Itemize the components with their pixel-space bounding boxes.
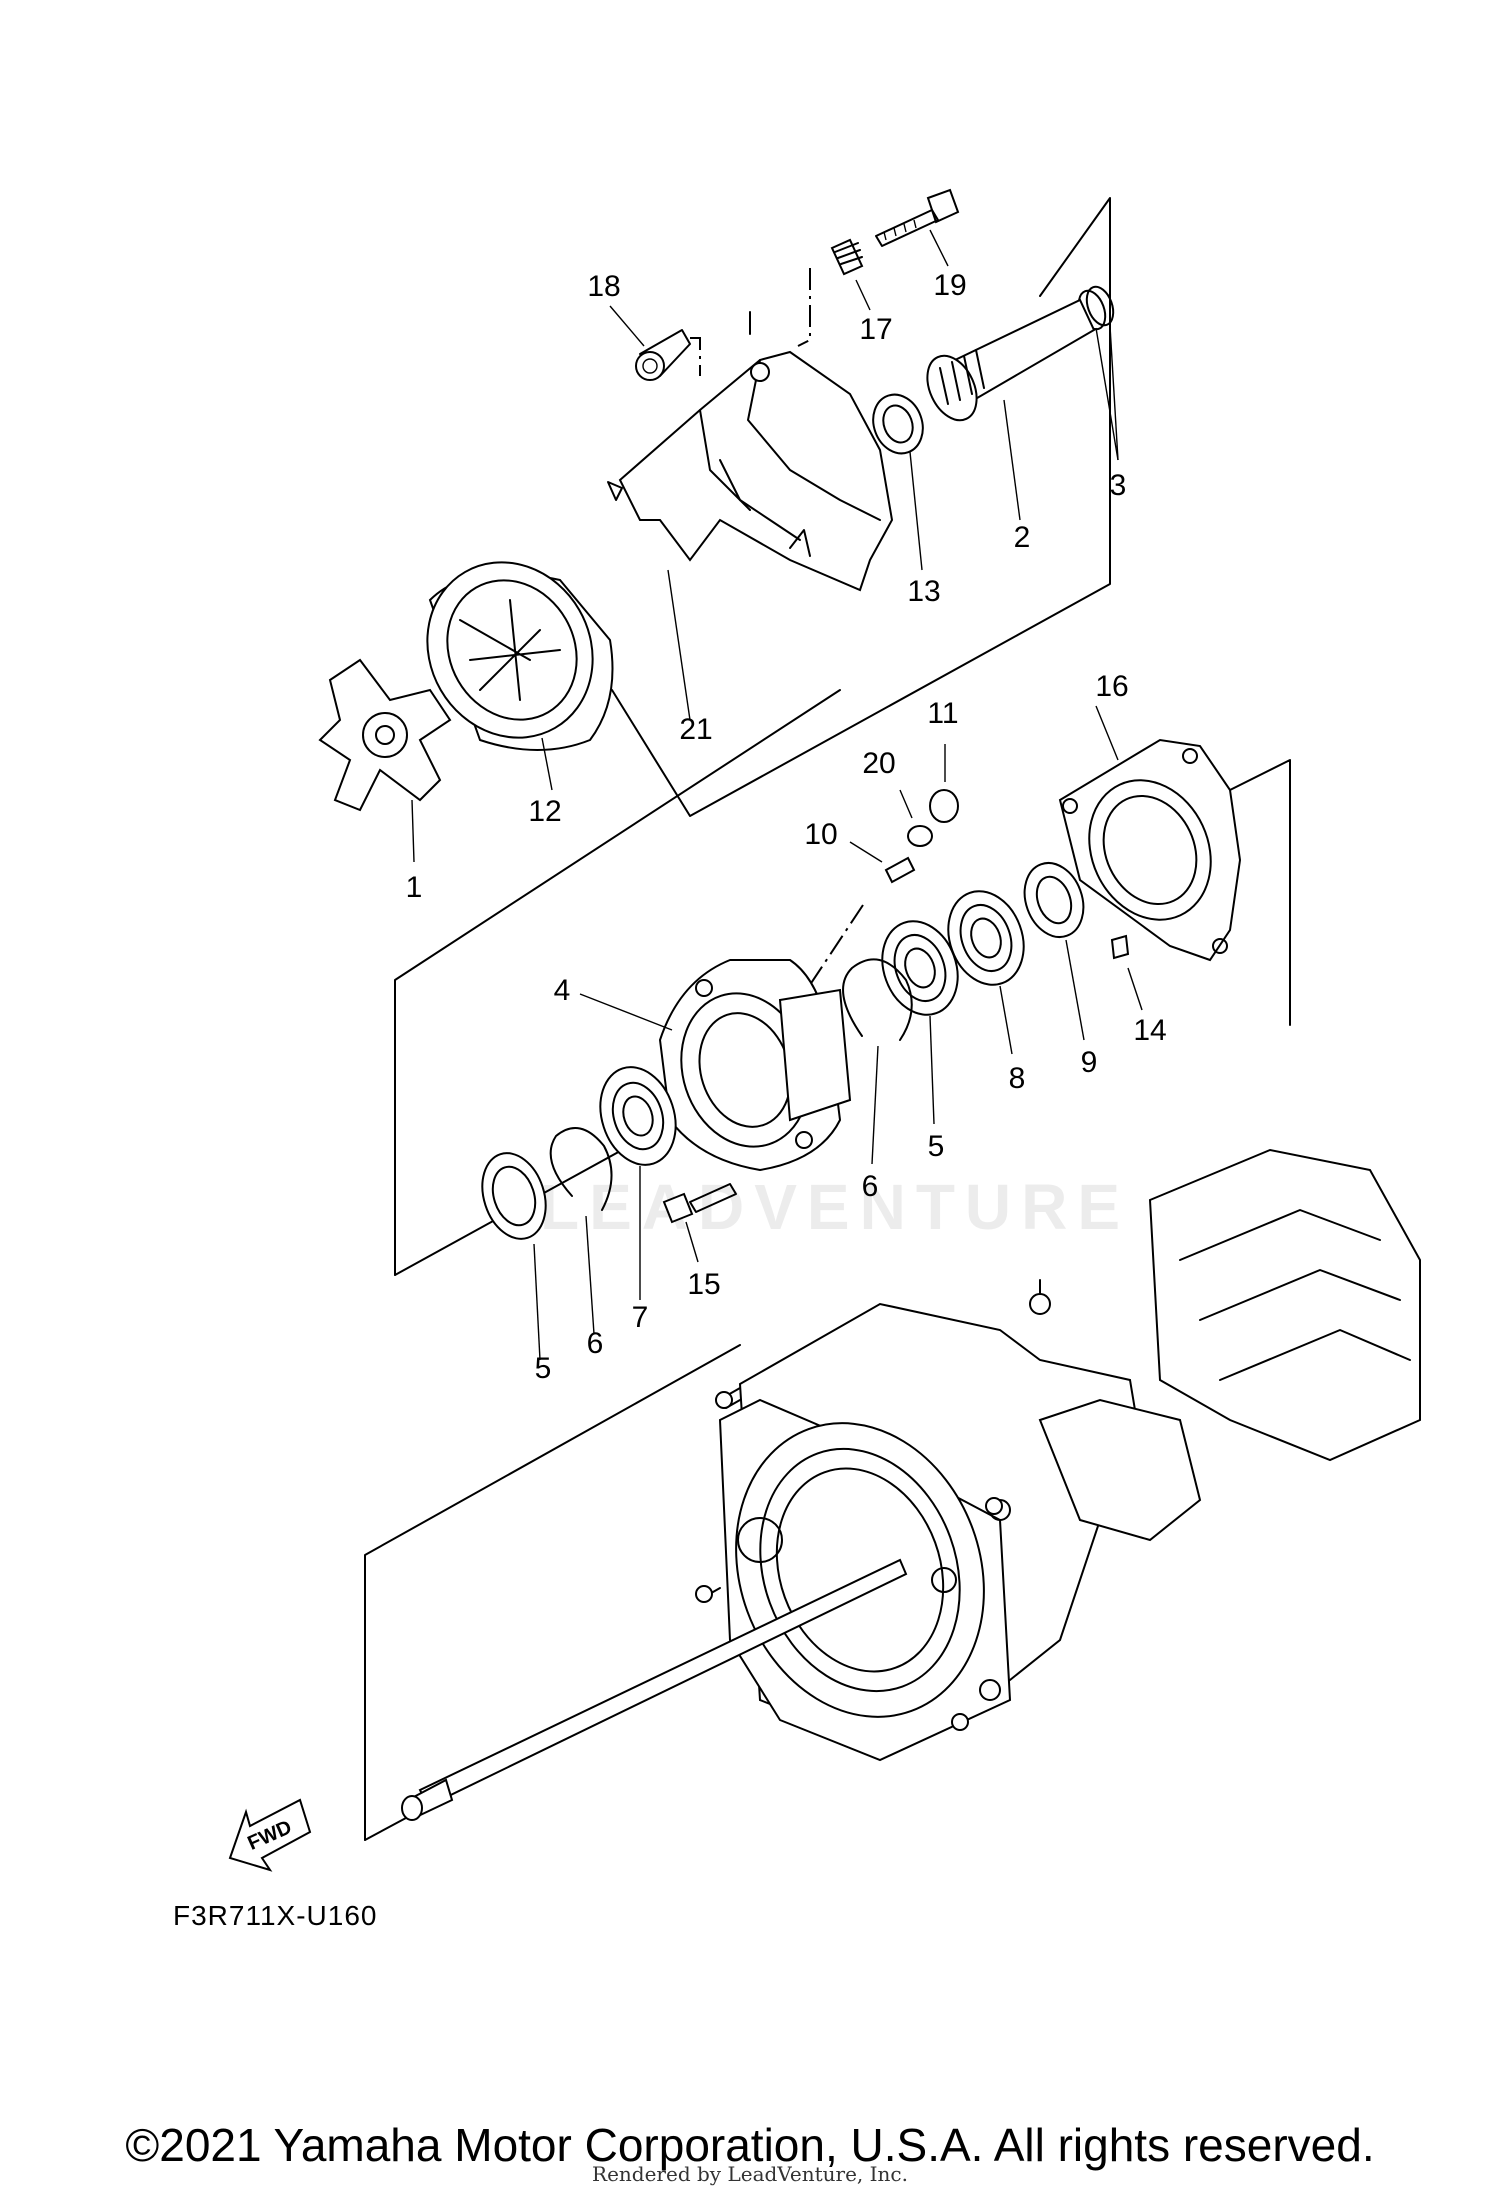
part-20-clip (899, 789, 933, 847)
part-9-seal (1023, 862, 1085, 1041)
callout-9[interactable]: 9 (1080, 1046, 1098, 1079)
part-5-bearing-lower (481, 1152, 547, 1361)
callout-13[interactable]: 13 (907, 575, 941, 608)
callout-14[interactable]: 14 (1133, 1014, 1167, 1047)
part-4-housing (579, 959, 852, 1172)
fwd-arrow-icon (228, 1798, 312, 1872)
callout-2[interactable]: 2 (1013, 521, 1031, 554)
part-19-bolt (875, 188, 960, 267)
callout-6-lower[interactable]: 6 (586, 1327, 604, 1360)
part-15-bolt (662, 1183, 737, 1263)
callout-5-upper[interactable]: 5 (927, 1130, 945, 1163)
callout-21[interactable]: 21 (679, 713, 713, 746)
callout-3[interactable]: 3 (1109, 469, 1127, 502)
part-21-cover (607, 350, 894, 721)
part-1-impeller (318, 658, 452, 863)
part-18-collar (609, 305, 691, 381)
diagram-code: F3R711X-U160 (173, 1900, 378, 1931)
part-7-bearing (599, 1066, 677, 1300)
callout-12[interactable]: 12 (528, 795, 562, 828)
part-12-liner (426, 561, 614, 791)
part-11-cap (929, 744, 959, 823)
copyright-notice: ©2021 Yamaha Motor Corporation, U.S.A. A… (125, 2119, 1375, 2171)
callout-20[interactable]: 20 (862, 747, 896, 780)
jet-pump-assembly (401, 1148, 1421, 1821)
part-3-o-rings (1077, 285, 1119, 461)
callout-8[interactable]: 8 (1008, 1062, 1026, 1095)
callout-17[interactable]: 17 (859, 313, 893, 346)
part-5-bearing-upper (881, 920, 959, 1125)
callout-7[interactable]: 7 (631, 1301, 649, 1334)
group-box-upper (611, 197, 1111, 817)
callout-16[interactable]: 16 (1095, 670, 1129, 703)
part-2-shaft (926, 298, 1096, 521)
callout-19[interactable]: 19 (933, 269, 967, 302)
part-6-circlip-upper (842, 958, 913, 1165)
rendered-by-note: Rendered by LeadVenture, Inc. (592, 2162, 908, 2186)
callout-10[interactable]: 10 (804, 818, 838, 851)
watermark: LEADVENTURE (540, 1171, 1131, 1243)
part-17-nut (830, 238, 871, 311)
callout-11[interactable]: 11 (927, 697, 959, 730)
callout-5-lower[interactable]: 5 (534, 1352, 552, 1385)
callout-1[interactable]: 1 (405, 871, 423, 904)
group-box-lower (364, 1344, 741, 1841)
part-10-nipple (849, 841, 916, 884)
part-14-pin (1110, 934, 1143, 1011)
callout-18[interactable]: 18 (587, 270, 621, 303)
part-16-housing (1058, 705, 1242, 962)
callout-4[interactable]: 4 (553, 974, 571, 1007)
callout-15[interactable]: 15 (687, 1268, 721, 1301)
part-6-circlip-lower (549, 1127, 613, 1335)
part-13-ring (872, 393, 924, 571)
callout-6-upper[interactable]: 6 (861, 1170, 879, 1203)
